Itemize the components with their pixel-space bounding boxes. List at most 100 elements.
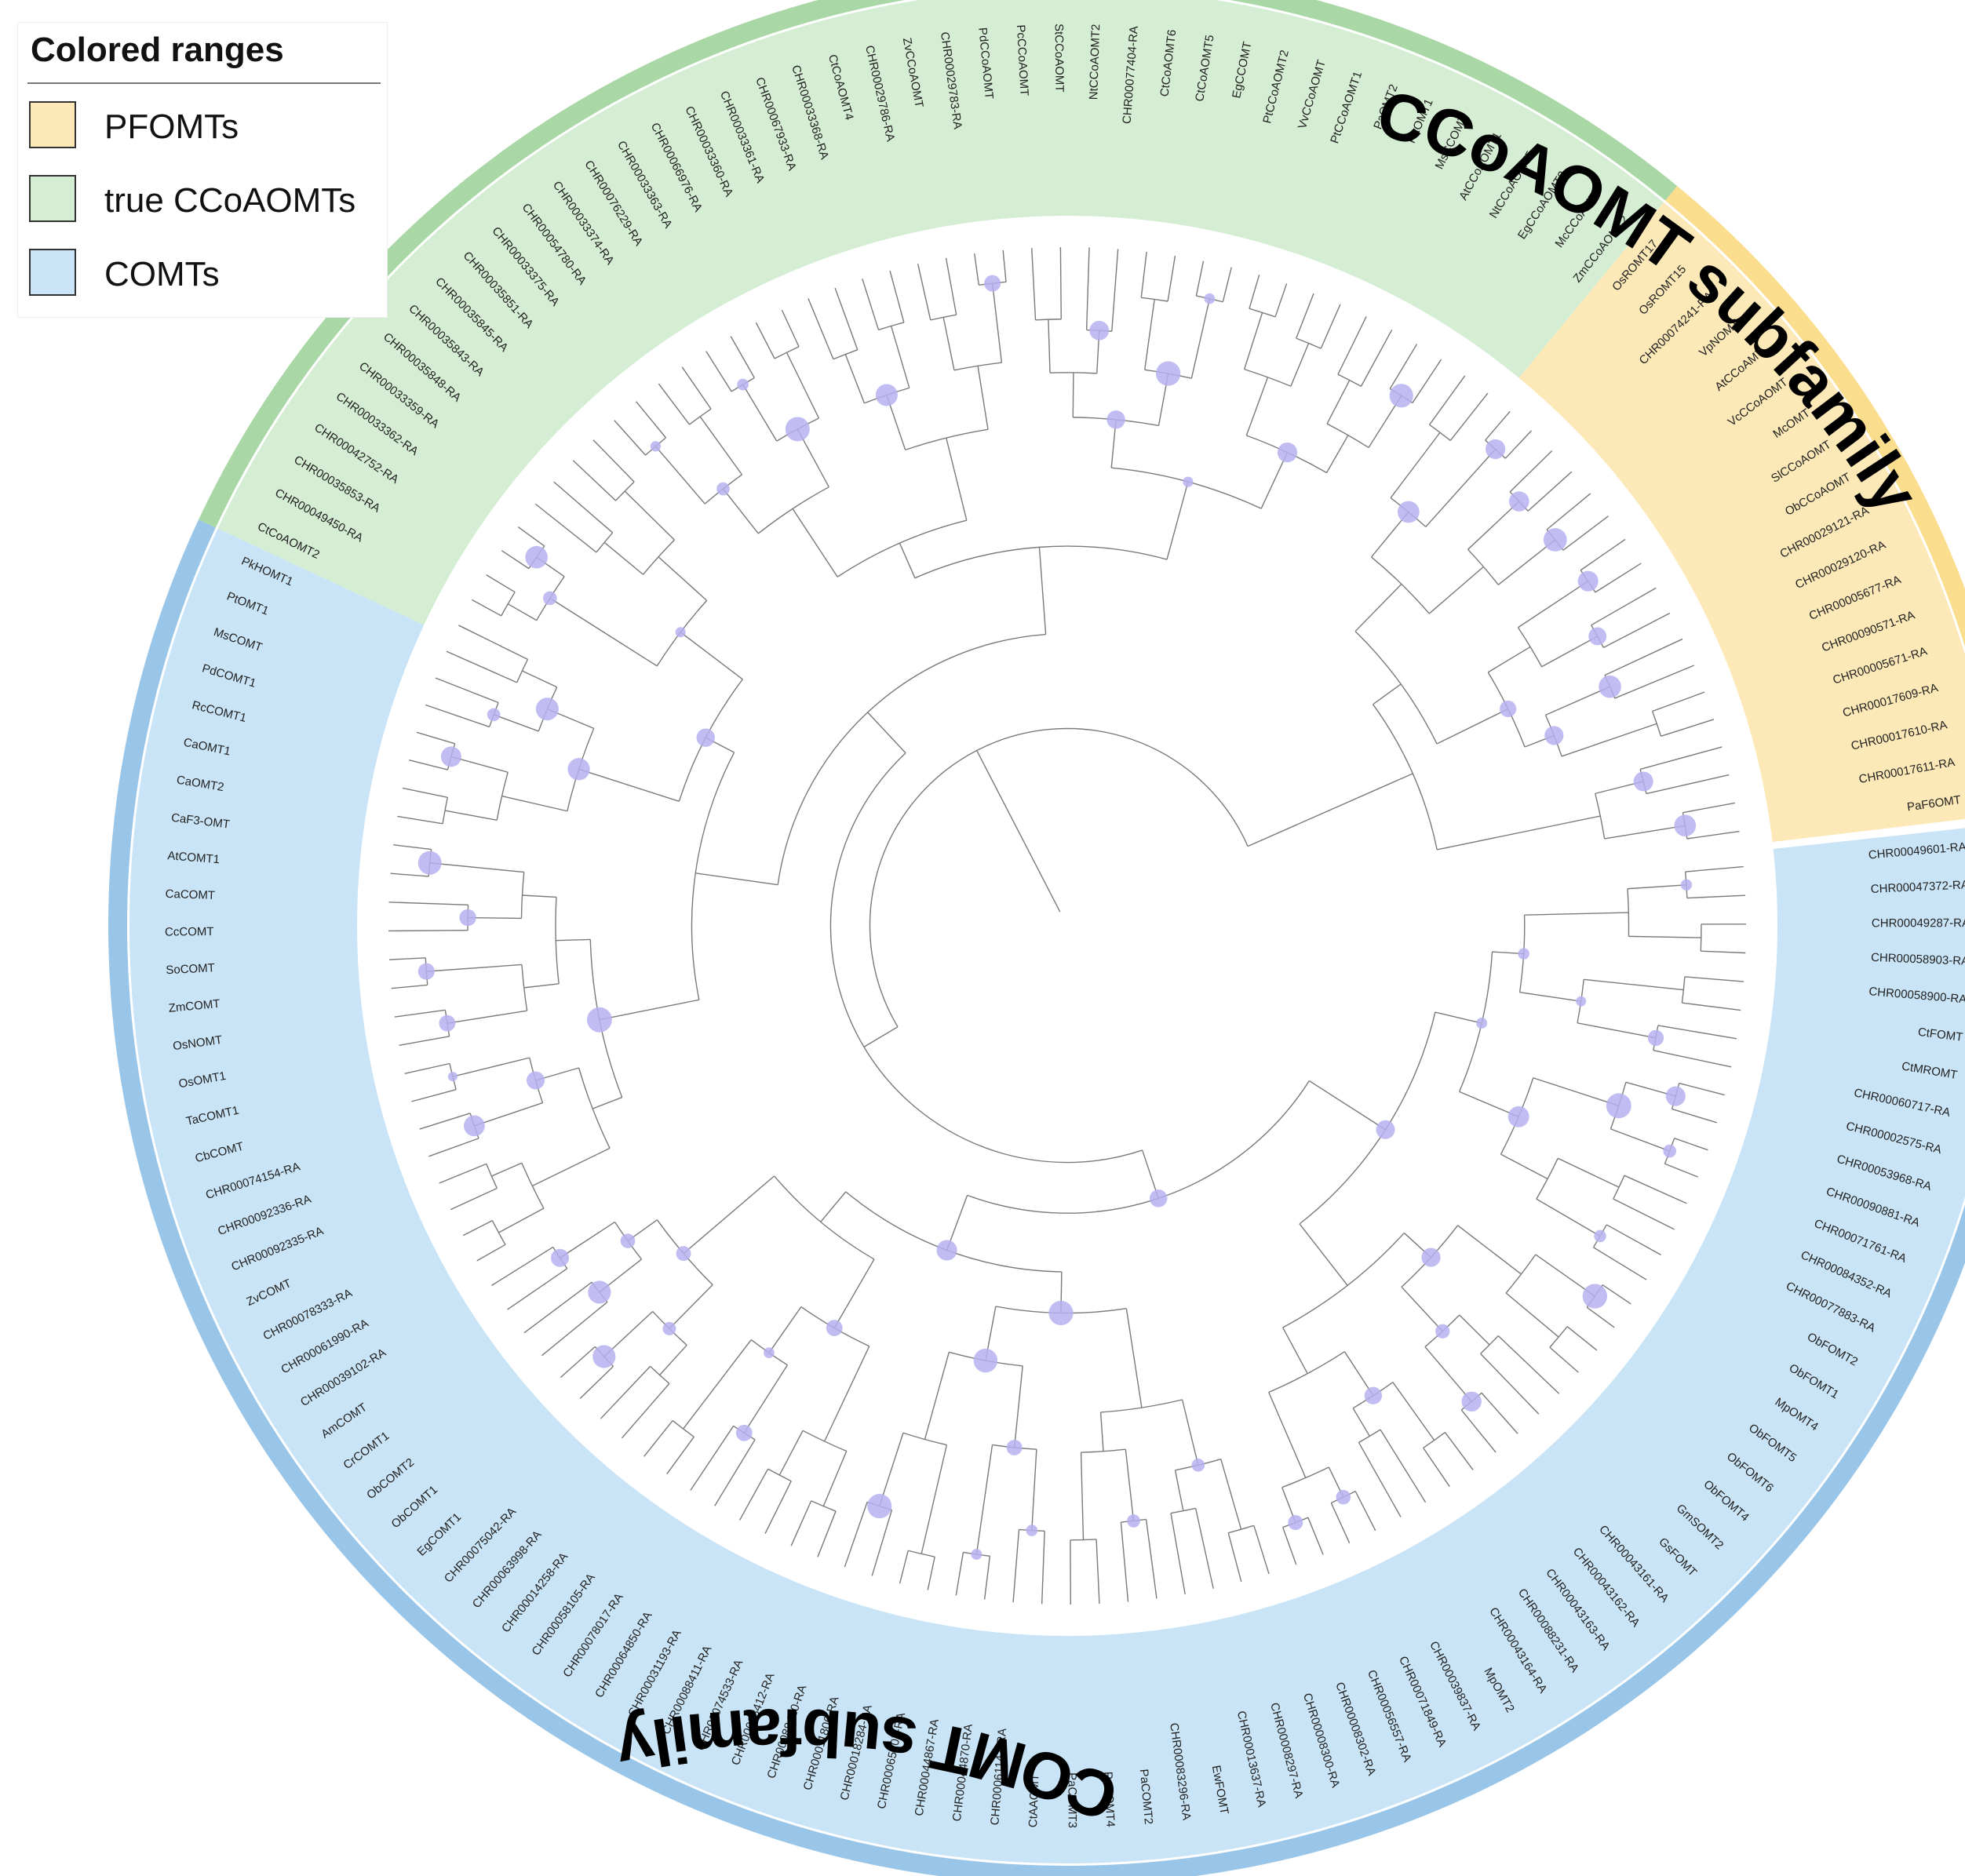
branch-radial (778, 1430, 804, 1476)
branch-radial (1260, 452, 1289, 509)
branch-radial (1120, 1521, 1129, 1602)
branch-radial (1243, 312, 1263, 370)
branch-radial (1627, 884, 1686, 890)
branch-radial (899, 542, 916, 578)
bootstrap-node (1364, 1386, 1383, 1404)
branch-radial (522, 670, 557, 688)
branch-radial (1253, 1525, 1270, 1575)
branch-arc (516, 659, 529, 683)
bootstrap-node (1577, 570, 1599, 592)
branch-radial (1672, 1108, 1718, 1124)
branch-radial (393, 844, 432, 851)
branch-radial (1002, 250, 1007, 282)
branch-radial (397, 815, 443, 825)
branch-radial (1423, 1448, 1450, 1488)
branch-radial (1485, 410, 1511, 441)
bootstrap-node (592, 1345, 616, 1368)
legend: Colored ranges PFOMTs true CCoAOMTs COMT… (17, 22, 388, 318)
branch-arc (555, 897, 560, 984)
branch-radial (1504, 430, 1533, 459)
bootstrap-node (1594, 1229, 1606, 1243)
bootstrap-node (551, 1248, 570, 1267)
tree-area-background (357, 216, 1777, 1636)
branch-radial (730, 336, 755, 378)
bootstrap-node (464, 1115, 485, 1137)
branch-radial (1557, 1157, 1620, 1188)
branch-radial (592, 1096, 622, 1109)
branch-radial (531, 1147, 611, 1187)
branch-radial (1467, 501, 1520, 550)
bootstrap-node (1486, 439, 1506, 460)
range-bg-pfomts (1511, 202, 1965, 843)
branch-radial (1646, 774, 1730, 795)
branch-radial (1437, 815, 1601, 851)
branch-radial (1125, 1449, 1135, 1521)
branch-arc (1081, 1448, 1126, 1453)
branch-radial (1679, 1082, 1725, 1096)
branch-radial (462, 1219, 493, 1237)
bootstrap-node (1674, 814, 1697, 837)
branch-radial (1527, 471, 1573, 512)
colored-range-backgrounds (129, 0, 1965, 1863)
branch-radial (1487, 646, 1531, 673)
branch-radial (553, 481, 614, 534)
leaf-label: AtCOMT1 (167, 849, 221, 866)
branch-radial (391, 984, 428, 989)
bootstrap-node (417, 851, 442, 875)
branch-radial (871, 1510, 893, 1576)
branch-radial (572, 460, 617, 501)
branch-radial (1652, 691, 1705, 712)
branch-radial (1428, 566, 1484, 614)
branch-radial (1459, 1091, 1519, 1117)
branch-radial (621, 1382, 670, 1439)
branch-radial (549, 597, 658, 667)
bootstrap-node (1421, 1248, 1441, 1267)
branch-radial (600, 1365, 651, 1419)
bootstrap-node (1397, 501, 1420, 523)
branch-arc (1480, 1335, 1499, 1354)
branch-radial (507, 1268, 568, 1310)
branch-radial (890, 326, 910, 388)
branch-radial (1282, 1327, 1308, 1374)
branch-radial (599, 999, 700, 1021)
branch-radial (450, 1187, 498, 1211)
bootstrap-node (1435, 1324, 1450, 1339)
branch-radial (1290, 343, 1310, 387)
bootstrap-node (487, 708, 501, 722)
branch-radial (820, 1191, 847, 1222)
branch-radial (862, 279, 880, 330)
leaf-label: SoCOMT (166, 961, 215, 977)
branch-radial (1613, 1198, 1675, 1230)
bootstrap-node (543, 591, 557, 606)
branch-radial (1586, 1306, 1615, 1328)
bootstrap-node (535, 698, 559, 721)
branch-arc (1354, 631, 1438, 745)
branch-radial (1125, 1308, 1143, 1408)
branch-radial (666, 1436, 694, 1474)
bootstrap-node (525, 545, 548, 569)
branch-radial (1268, 1392, 1307, 1478)
branch-radial (614, 420, 647, 456)
branch-radial (1354, 1491, 1376, 1532)
branch-radial (790, 1500, 812, 1546)
branch-radial (468, 916, 522, 920)
branch-radial (1481, 1392, 1518, 1434)
branch-arc (501, 592, 516, 617)
branch-radial (1111, 249, 1119, 332)
branch-radial (523, 1281, 592, 1334)
branch-radial (1424, 1346, 1472, 1402)
branch-radial (889, 270, 905, 323)
branch-radial (428, 1138, 479, 1157)
branch-radial (680, 632, 743, 680)
branch-radial (1593, 1247, 1647, 1280)
branch-radial (683, 1175, 775, 1255)
bootstrap-node (1599, 675, 1621, 698)
branch-arc (833, 349, 859, 360)
branch-radial (1604, 825, 1686, 840)
bootstrap-node (1089, 320, 1110, 341)
branch-radial (1085, 247, 1090, 330)
branch-radial (1145, 1519, 1157, 1599)
leaf-label: NtCCoAOMT2 (1087, 24, 1103, 100)
branch-radial (1299, 1223, 1348, 1286)
bootstrap-node (1665, 1086, 1686, 1106)
